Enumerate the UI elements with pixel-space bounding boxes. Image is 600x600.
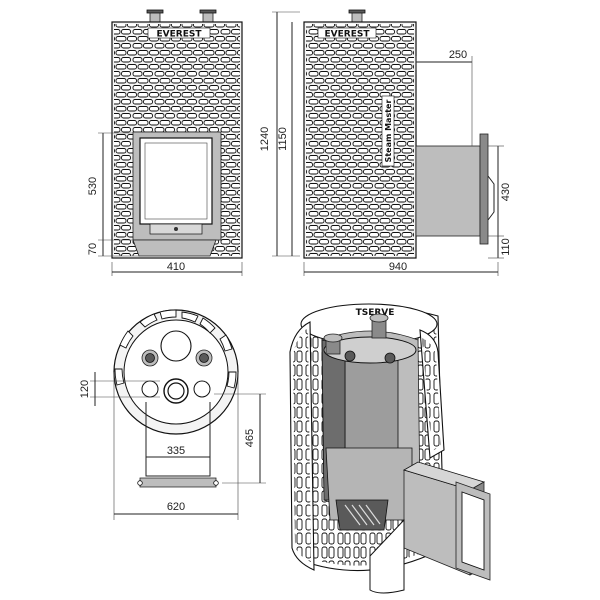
- top-view: 120 335 465 620: [79, 309, 266, 520]
- side-model-label: Steam Master: [384, 100, 393, 163]
- dim-height-total: 1240: [259, 127, 271, 151]
- front-base: [132, 239, 217, 257]
- dim-front-width: 410: [167, 261, 185, 273]
- top-center-opening: [160, 330, 192, 362]
- side-chimney: [351, 11, 363, 23]
- dim-height-body: 1150: [277, 127, 289, 151]
- dim-tunnel-bottom: 110: [500, 238, 512, 256]
- dim-door-height: 530: [87, 177, 99, 195]
- dim-top-tunnel-width: 335: [167, 445, 185, 457]
- front-view: EVEREST 1240 1150 530 70 410: [87, 9, 300, 276]
- grate: [335, 499, 389, 531]
- cutaway-brand-fragment: TSERVE: [356, 308, 395, 318]
- side-brand-label: EVEREST: [325, 30, 371, 40]
- front-brand-label: EVEREST: [157, 30, 203, 40]
- front-chimney-right: [202, 11, 214, 23]
- side-tunnel: [415, 145, 481, 237]
- cutaway-3d-view: TSERVE: [289, 303, 491, 594]
- top-tunnel-flange: [139, 477, 217, 488]
- cutaway-door-glass: [461, 491, 485, 571]
- top-tunnel: [145, 402, 211, 477]
- dim-top-tunnel-length: 465: [244, 429, 256, 447]
- dim-tunnel-top: 250: [449, 49, 467, 61]
- side-view: EVEREST Steam Master 250 430 110 940: [303, 9, 512, 276]
- door-handle: [487, 175, 495, 221]
- dim-door-bottom: 70: [87, 243, 99, 255]
- dim-top-diameter: 620: [167, 501, 185, 513]
- front-door-glass: [139, 137, 213, 225]
- dim-top-offset: 120: [79, 380, 91, 398]
- dim-tunnel-height: 430: [500, 183, 512, 201]
- front-chimney-left: [149, 11, 161, 23]
- dim-side-width: 940: [389, 261, 407, 273]
- side-tunnel-flange: [479, 133, 489, 245]
